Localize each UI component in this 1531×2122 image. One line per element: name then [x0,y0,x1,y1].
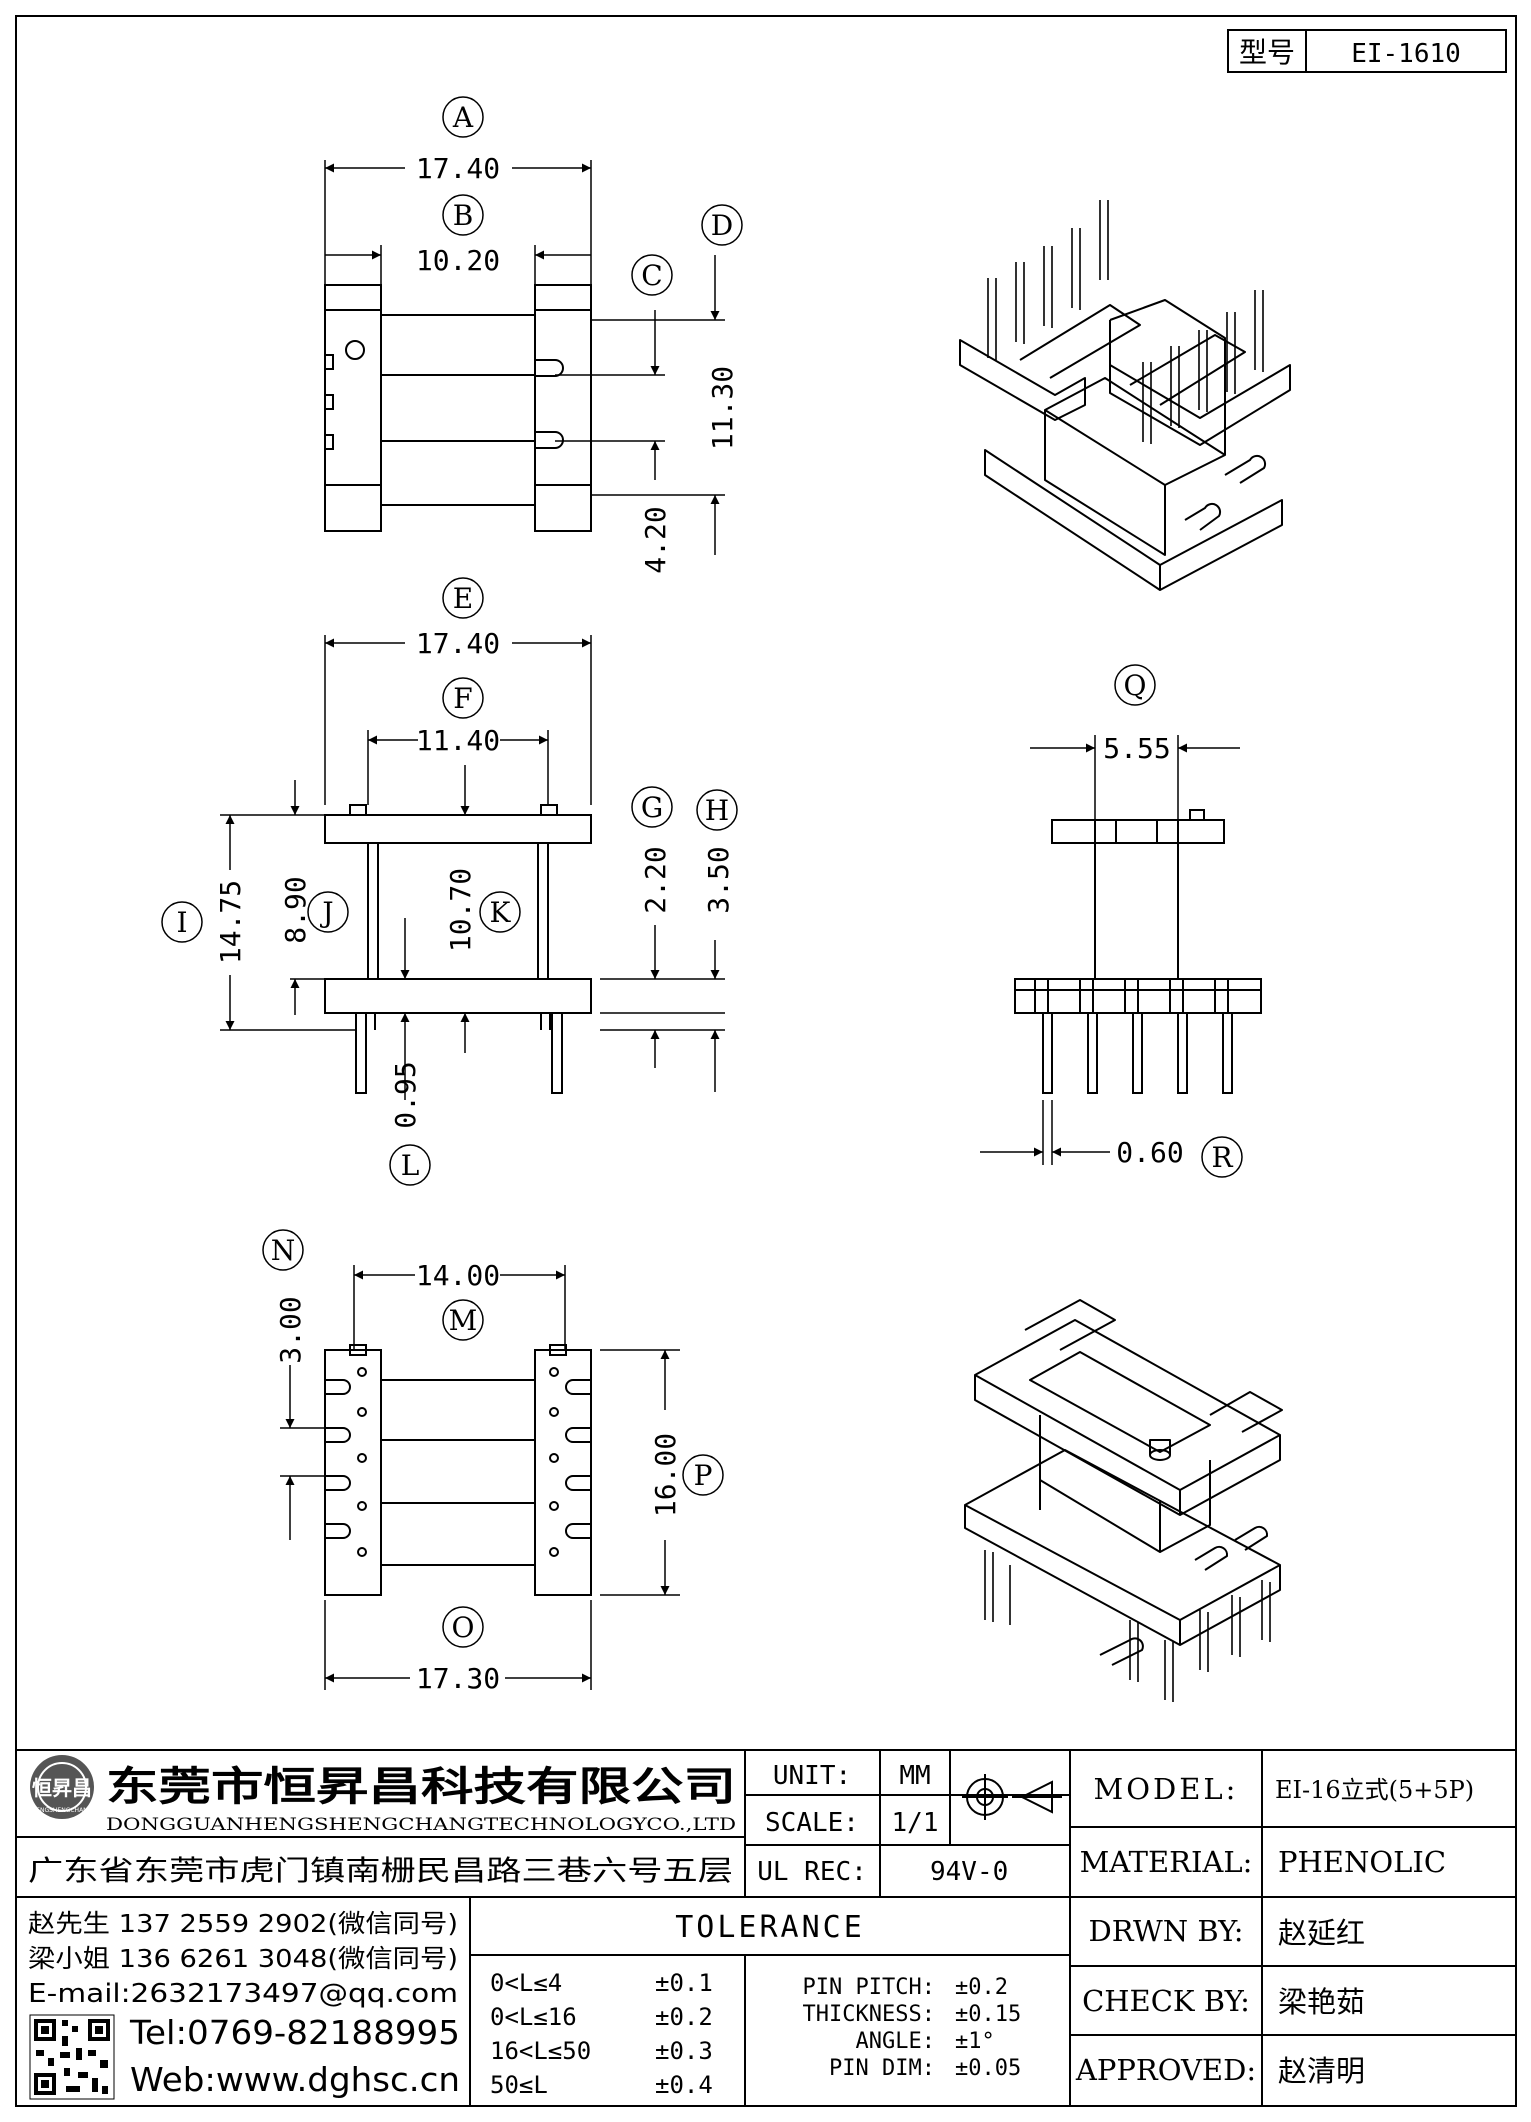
title-box: 型号 EI-1610 [1227,29,1507,73]
thickness-label: THICKNESS: [803,2002,935,2027]
approved-label: APPROVED: [1075,2053,1256,2087]
pin-pitch-label: PIN PITCH: [803,1975,935,2000]
isometric-view-bottom [964,1299,1283,1702]
dim-H-value: 3.50 [702,846,735,913]
material-label: MATERIAL: [1080,1845,1253,1879]
tol-range-2: 0<L≤16 [490,2003,577,2031]
model-label: MODEL: [1094,1772,1239,1806]
angle-value: ±1° [955,2029,995,2054]
unit-value: MM [899,1761,930,1791]
drwn-label: DRWN BY: [1089,1914,1244,1948]
title-block [16,1749,1516,2107]
dim-N-value: 3.00 [274,1296,307,1363]
bottom-view-dims [280,1265,680,1690]
dim-E-value: 17.40 [416,627,500,660]
label-P: P [694,1459,713,1492]
check-label: CHECK BY: [1082,1984,1250,2018]
label-O: O [452,1611,475,1644]
contact-web: Web:www.dghsc.cn [130,2060,460,2099]
dim-A-value: 17.40 [416,152,500,185]
approved-value: 赵清明 [1278,2054,1365,2088]
dim-C-value: 4.20 [639,506,672,573]
dim-I-value: 14.75 [214,880,247,964]
check-value: 梁艳茹 [1278,1985,1365,2019]
tol-value-2: ±0.2 [655,2003,713,2031]
top-view-dims [324,160,725,555]
model-value: EI-16立式(5+5P) [1275,1776,1474,1804]
tolerance-title: TOLERANCE [675,1910,865,1945]
side-view [1014,809,1262,1094]
dim-B-value: 10.20 [416,244,500,277]
dim-R-value: 0.60 [1116,1136,1183,1169]
tol-range-4: 50≤L [490,2071,548,2099]
projection-symbol [962,1774,1062,1820]
company-name-en: DONGGUANHENGSHENGCHANGTECHNOLOGYCO.,LTD [106,1815,736,1835]
tol-value-1: ±0.1 [655,1969,713,1997]
dim-Q-value: 5.55 [1103,732,1170,765]
dim-P-value: 16.00 [649,1433,682,1517]
label-B: B [453,199,474,232]
front-view-dims [220,635,725,1100]
ulrec-value: 94V-0 [930,1857,1008,1887]
model-number: EI-1610 [1351,39,1461,69]
tol-value-3: ±0.3 [655,2037,713,2065]
company-logo: 恒昇昌 HENGSHENGCHANG [30,1755,94,1819]
label-D: D [711,209,733,242]
pin-pitch-value: ±0.2 [955,1975,1008,2000]
side-view-dims [980,735,1240,1165]
label-C: C [641,259,662,292]
label-G: G [641,791,663,824]
pin-dim-label: PIN DIM: [829,2056,935,2081]
dim-F-value: 11.40 [416,724,500,757]
thickness-value: ±0.15 [955,2002,1021,2027]
label-J: J [319,896,333,929]
dim-K-value: 10.70 [444,868,477,952]
dim-M-value: 14.00 [416,1259,500,1292]
label-F: F [453,682,472,715]
bottom-view [324,1344,592,1596]
label-Q: Q [1124,669,1147,702]
front-view [324,804,592,1094]
label-I: I [176,906,187,939]
tol-range-1: 0<L≤4 [490,1969,562,1997]
label-R: R [1211,1141,1233,1174]
contact-2: 梁小姐 136 6261 3048(微信同号) [28,1944,458,1973]
label-E: E [453,582,473,615]
tol-value-4: ±0.4 [655,2071,713,2099]
drwn-value: 赵延红 [1278,1916,1365,1950]
contact-tel: Tel:0769-82188995 [129,2013,460,2052]
scale-label: SCALE: [765,1808,859,1838]
scale-value: 1/1 [892,1808,939,1838]
label-M: M [449,1304,478,1337]
logo-subtext: HENGSHENGCHANG [32,1807,93,1814]
company-address: 广东省东莞市虎门镇南栅民昌路三巷六号五层 [28,1854,733,1887]
logo-text: 恒昇昌 [32,1776,92,1800]
dim-G-value: 2.20 [639,846,672,913]
ulrec-label: UL REC: [757,1857,867,1887]
label-K: K [490,896,512,929]
contact-1: 赵先生 137 2559 2902(微信同号) [28,1909,458,1938]
dim-L-value: 0.95 [389,1061,422,1128]
pin-dim-value: ±0.05 [955,2056,1021,2081]
company-name-cn: 东莞市恒昇昌科技有限公司 [106,1764,736,1810]
label-A: A [452,101,474,134]
material-value: PHENOLIC [1278,1845,1446,1879]
dim-O-value: 17.30 [416,1662,500,1695]
label-H: H [705,794,729,827]
angle-label: ANGLE: [856,2029,935,2054]
dim-D-value: 11.30 [706,366,739,450]
label-L: L [401,1149,420,1182]
label-N: N [271,1234,296,1267]
top-view [324,284,592,532]
dim-J-value: 8.90 [279,876,312,943]
title-label: 型号 [1239,36,1295,69]
isometric-view-top [959,200,1291,591]
contact-email: E-mail:2632173497@qq.com [28,1979,458,2009]
qr-code [29,2014,115,2100]
unit-label: UNIT: [773,1761,851,1791]
tol-range-3: 16<L≤50 [490,2037,591,2065]
